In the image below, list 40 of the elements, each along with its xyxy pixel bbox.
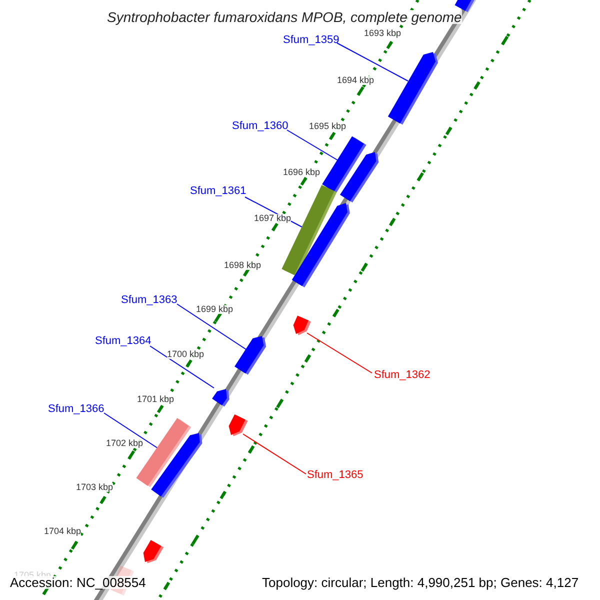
scale-label: 1699 kbp	[196, 305, 234, 314]
scale-label: 1704 kbp	[44, 527, 82, 536]
scale-label: 1694 kbp	[337, 76, 374, 85]
gene-feature	[293, 316, 311, 336]
leader-line	[242, 434, 306, 474]
gene-feature	[234, 336, 266, 375]
scale-label: 1696 kbp	[283, 168, 320, 177]
leader-line	[306, 332, 372, 374]
scale-label: 1700 kbp	[167, 350, 204, 359]
scale-label: 1698 kbp	[224, 261, 262, 270]
gene-label: Sfum_1361	[190, 186, 246, 197]
scale-label: 1695 kbp	[309, 122, 346, 131]
leader-line	[104, 412, 160, 450]
gene-feature	[151, 433, 202, 498]
scale-label: 1702 kbp	[106, 439, 144, 448]
gene-label: Sfum_1362	[374, 370, 430, 381]
scale-label: 1701 kbp	[137, 395, 174, 404]
leader-line	[150, 346, 214, 388]
gene-label: Sfum_1365	[307, 470, 364, 481]
gene-label: Sfum_1364	[95, 336, 152, 347]
leader-line	[286, 130, 340, 162]
gene-feature	[454, 0, 474, 12]
leader-line	[176, 304, 248, 350]
info-text: Accession: NC_008554	[10, 576, 146, 589]
gene-feature	[143, 540, 164, 564]
gene-feature	[212, 389, 230, 407]
gene-feature	[340, 152, 379, 202]
gene-label: Sfum_1366	[48, 404, 104, 415]
scale-label: 1697 kbp	[254, 214, 292, 223]
leader-line	[336, 42, 408, 82]
gene-label: Sfum_1360	[232, 121, 288, 132]
gene-label: Sfum_1363	[121, 295, 178, 306]
gene-feature	[388, 52, 438, 125]
scale-label: 1703 kbp	[76, 483, 114, 492]
gene-feature	[228, 414, 248, 436]
gene-label: Sfum_1359	[283, 35, 340, 46]
scale-label: 1693 kbp	[364, 29, 402, 38]
diagram-title: Syntrophobacter fumaroxidans MPOB, complete genome	[107, 10, 462, 24]
gene-feature	[292, 203, 350, 288]
info-text: Topology: circular; Length: 4,990,251 bp; Genes: 4,127	[262, 576, 579, 589]
